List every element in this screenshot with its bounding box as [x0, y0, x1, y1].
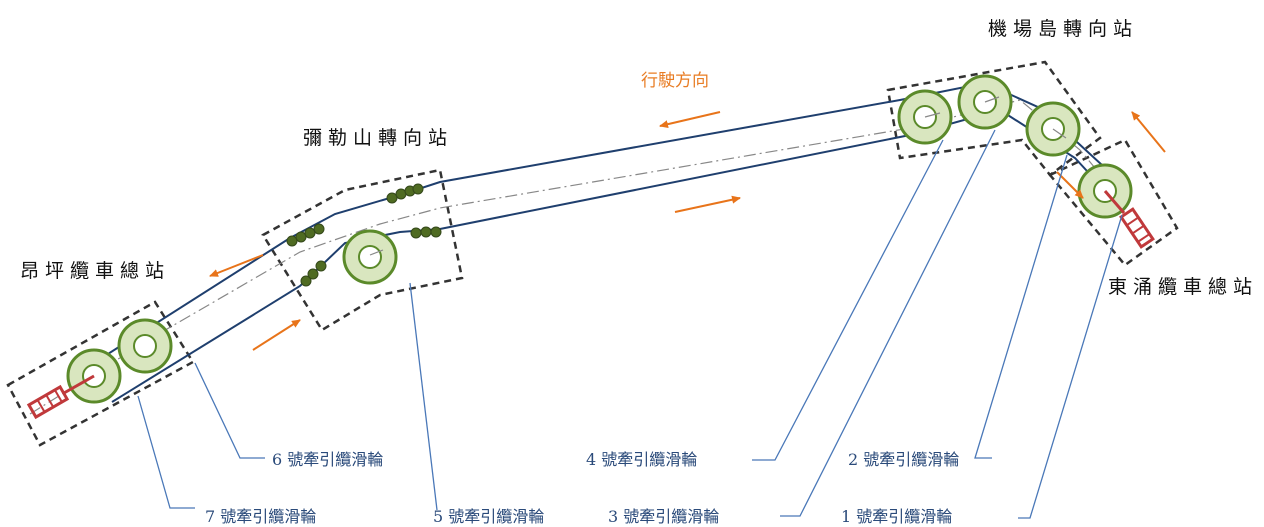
arrow-icon	[1056, 171, 1084, 199]
axle-marks	[369, 96, 1067, 256]
roller	[304, 227, 316, 239]
leader-line-6	[194, 362, 265, 459]
arrow-icon	[209, 254, 264, 277]
roller	[300, 275, 312, 287]
leader-line-5	[409, 282, 438, 511]
roller	[295, 231, 307, 243]
station-boxes	[6, 60, 1179, 447]
drive-shaft	[63, 374, 95, 395]
sheave-5	[342, 229, 398, 285]
roller	[386, 192, 398, 204]
drive-motors	[26, 190, 1155, 420]
leader-lines	[137, 129, 1123, 519]
sheave-label-1: 1 號牽引纜滑輪	[841, 507, 953, 526]
roller	[430, 226, 442, 238]
leader-line-7	[137, 395, 195, 509]
nei-lak-shan-station-box	[261, 168, 464, 332]
arrow-icon	[252, 319, 301, 351]
track-centerline	[29, 99, 1121, 415]
station-label-nei-lak-shan: 彌勒山轉向站	[303, 127, 454, 149]
sheave-label-7: 7 號牽引纜滑輪	[205, 507, 317, 526]
direction-label: 行駛方向	[641, 71, 709, 91]
leader-line-2	[974, 154, 1068, 459]
arrow-icon	[1131, 111, 1166, 153]
ngong-ping-drive-motor	[26, 384, 70, 420]
cable-loop	[74, 81, 1116, 403]
sheave-label-6: 6 號牽引纜滑輪	[272, 450, 384, 469]
direction-arrows	[209, 111, 1166, 351]
roller-assemblies	[286, 183, 442, 287]
station-label-airport-island: 機場島轉向站	[988, 18, 1139, 40]
upper-cable	[74, 81, 1116, 376]
arrow-icon	[674, 195, 741, 213]
station-label-ngong-ping: 昂坪纜車總站	[20, 260, 171, 282]
roller	[315, 260, 327, 272]
leader-line-3	[780, 129, 996, 517]
tung-chung-station-box	[1048, 138, 1179, 267]
sheave-label-2: 2 號牽引纜滑輪	[848, 450, 960, 469]
sheave-label-3: 3 號牽引纜滑輪	[608, 507, 720, 526]
sheave-label-4: 4 號牽引纜滑輪	[586, 450, 698, 469]
leader-line-4	[752, 139, 944, 461]
leader-line-1	[1018, 214, 1123, 519]
ngong-ping-station-box	[6, 300, 195, 447]
roller	[307, 268, 319, 280]
roller	[313, 223, 325, 235]
sheave-6	[117, 318, 173, 374]
roller	[410, 227, 422, 239]
roller	[286, 235, 298, 247]
drive-shaft	[1103, 190, 1126, 214]
arrow-icon	[659, 111, 721, 129]
sheaves	[66, 74, 1133, 404]
roller	[420, 226, 432, 238]
tung-chung-drive-motor	[1119, 207, 1155, 249]
sheave-label-5: 5 號牽引纜滑輪	[433, 507, 545, 526]
roller	[412, 183, 424, 195]
roller	[395, 188, 407, 200]
station-label-tung-chung: 東涌纜車總站	[1108, 276, 1259, 298]
